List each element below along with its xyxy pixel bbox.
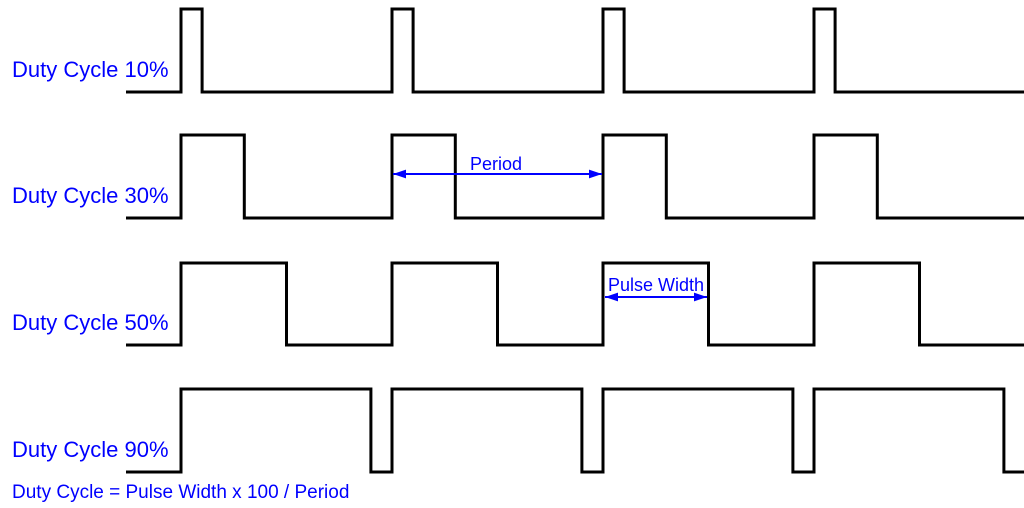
duty-cycle-50-label: Duty Cycle 50% <box>12 310 169 335</box>
waveform-duty-10-line <box>126 7 1024 94</box>
duty-cycle-labels: Duty Cycle 10% Duty Cycle 30% Duty Cycle… <box>12 57 169 462</box>
waveform-traces <box>126 7 1024 474</box>
duty-cycle-10-label: Duty Cycle 10% <box>12 57 169 82</box>
waveform-duty-50-line <box>126 261 1024 347</box>
duty-cycle-30-label: Duty Cycle 30% <box>12 183 169 208</box>
period-label: Period <box>470 154 522 174</box>
period-annotation: Period <box>393 154 602 179</box>
pulse-width-label: Pulse Width <box>608 275 704 295</box>
waveform-duty-90-line <box>126 387 1024 474</box>
duty-cycle-90-label: Duty Cycle 90% <box>12 437 169 462</box>
duty-cycle-formula: Duty Cycle = Pulse Width x 100 / Period <box>12 482 349 503</box>
pulse-width-annotation: Pulse Width <box>605 275 707 302</box>
waveform-duty-30-line <box>126 133 1024 220</box>
